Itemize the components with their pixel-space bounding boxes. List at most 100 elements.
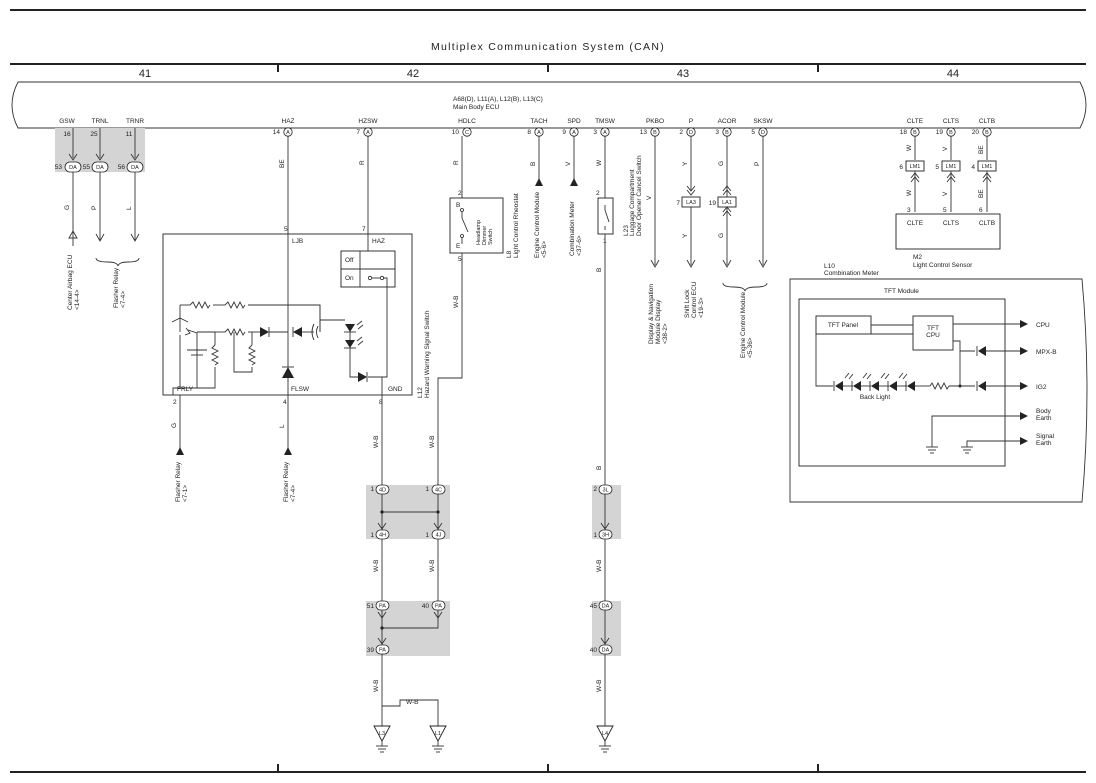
wire-color-p-trnl: P (91, 206, 98, 210)
main-body-ecu-outline (11, 81, 1087, 129)
sksw-terminal: 5 D (751, 127, 768, 137)
headlamp-dimmer-switch (449, 197, 504, 254)
svg-text:B: B (913, 130, 917, 136)
svg-text:4J: 4J (436, 533, 442, 539)
svg-text:7: 7 (356, 129, 360, 136)
wire-color-w-tmsw: W (596, 159, 603, 166)
svg-text:TRNL: TRNL (92, 118, 109, 125)
haz-label: HAZ (372, 238, 385, 245)
combination-meter-outline (789, 278, 1088, 503)
svg-text:45: 45 (590, 603, 598, 610)
meter-id: L10 (824, 263, 835, 270)
hazard-pin-5: 5 (284, 226, 288, 233)
wire-color-b-tmsw: B (596, 268, 603, 272)
wire-color-b-tach: B (530, 162, 537, 166)
svg-text:1: 1 (593, 532, 597, 539)
wire-color-v-spd: V (565, 161, 572, 166)
svg-text:B: B (949, 130, 953, 136)
ljb-label: LJB (292, 238, 303, 245)
la3-connector: 7 LA3 (676, 196, 701, 208)
diagram-title: Multiplex Communication System (CAN) (431, 41, 665, 53)
svg-text:6: 6 (899, 164, 903, 171)
wire-color-g-acor: G (718, 161, 725, 166)
light-sensor-terms: CLTE CLTS CLTB (907, 220, 995, 227)
wire-color-p-sksw: P (754, 162, 761, 166)
headlamp-pin-2: 2 (458, 190, 462, 197)
wire-color-wb-hdlc: W-B (453, 295, 460, 308)
wire-color-r-hdlc: R (453, 160, 460, 165)
svg-text:TRNR: TRNR (126, 118, 144, 125)
bottom-ticks (277, 764, 819, 772)
lm1-connector-6: 6 LM1 (899, 160, 925, 172)
dest-shift-lock: Shift LockControl ECU<19-3> (684, 281, 705, 318)
svg-text:3L: 3L (602, 488, 608, 494)
light-control-sensor-box (895, 213, 1001, 250)
svg-text:L1: L1 (435, 731, 441, 737)
svg-text:TACH: TACH (530, 118, 548, 125)
pkbo-terminal: 13 B (640, 127, 660, 137)
junction-4c: 1 4C (425, 484, 446, 495)
hzsw-terminal: 7 A (356, 127, 373, 137)
column-number-42: 42 (407, 68, 419, 80)
output-mpx-b: MPX-B (1036, 349, 1057, 356)
flsw-label: FLSW (291, 386, 310, 393)
dest-engine-control-a: Engine Control Module<5-6> (534, 191, 548, 258)
wire-color-g-gsw: G (64, 205, 71, 210)
svg-text:19: 19 (936, 129, 944, 136)
junction-pa-39: 39 PA (367, 644, 390, 655)
svg-text:HDLC: HDLC (458, 118, 476, 125)
svg-text:9: 9 (562, 129, 566, 136)
svg-text:A: A (537, 130, 541, 136)
svg-text:HAZ: HAZ (282, 118, 295, 125)
svg-text:8: 8 (527, 129, 531, 136)
column-number-41: 41 (139, 68, 151, 80)
ground-symbols-meter (926, 446, 973, 454)
svg-text:CLTB: CLTB (979, 118, 995, 125)
switch-on-label: On (345, 275, 354, 282)
wire-color-wb-hdlc-2: W-B (429, 435, 436, 448)
hdlc-terminal: 10 C (452, 127, 472, 137)
svg-text:DA: DA (131, 165, 139, 171)
dest-display-nav: Display & NavigationModule Display<38-2> (648, 284, 669, 344)
tft-cpu-box (912, 315, 954, 351)
svg-text:LM1: LM1 (910, 164, 921, 170)
svg-text:P: P (689, 118, 693, 125)
svg-text:DA: DA (69, 165, 77, 171)
svg-text:2: 2 (593, 486, 597, 493)
svg-text:51: 51 (367, 603, 375, 610)
svg-text:1: 1 (370, 532, 374, 539)
wire-color-wb-4h: W-B (373, 559, 380, 572)
svg-text:11: 11 (126, 131, 133, 138)
svg-text:55: 55 (83, 164, 91, 171)
ecu-name: Main Body ECU (453, 104, 500, 111)
headlamp-pin-5: 5 (458, 256, 462, 263)
svg-text:4D: 4D (379, 488, 386, 494)
lm1-connector-5: 5 LM1 (935, 160, 961, 172)
svg-text:B: B (725, 130, 729, 136)
svg-text:A: A (366, 130, 370, 136)
svg-text:CLTS: CLTS (943, 118, 960, 125)
wire-color-wb-4j: W-B (429, 559, 436, 572)
junction-4d: 1 4D (370, 484, 390, 495)
wire-color-v-clts: V (942, 146, 949, 151)
svg-text:3: 3 (715, 129, 719, 136)
wire-color-l-flsw: L (279, 424, 286, 428)
svg-text:A: A (286, 130, 290, 136)
svg-text:53: 53 (55, 164, 63, 171)
meter-name: Combination Meter (824, 270, 880, 277)
da-connector-56: 56 DA (118, 161, 144, 173)
svg-text:CLTB: CLTB (979, 220, 995, 227)
wire-color-l-trnr: L (126, 206, 133, 210)
switch-off-label: Off (345, 257, 354, 264)
column-number-44: 44 (947, 68, 959, 80)
svg-text:PA: PA (435, 604, 442, 610)
wire-color-wb-3h: W-B (596, 559, 603, 572)
ground-l3: L3 (373, 725, 391, 753)
wire-color-w-clte-2: W (906, 189, 913, 196)
wire-color-b-tmsw-2: B (596, 466, 603, 470)
svg-text:HZSW: HZSW (358, 118, 378, 125)
svg-text:40: 40 (590, 647, 598, 654)
svg-text:18: 18 (900, 129, 908, 136)
